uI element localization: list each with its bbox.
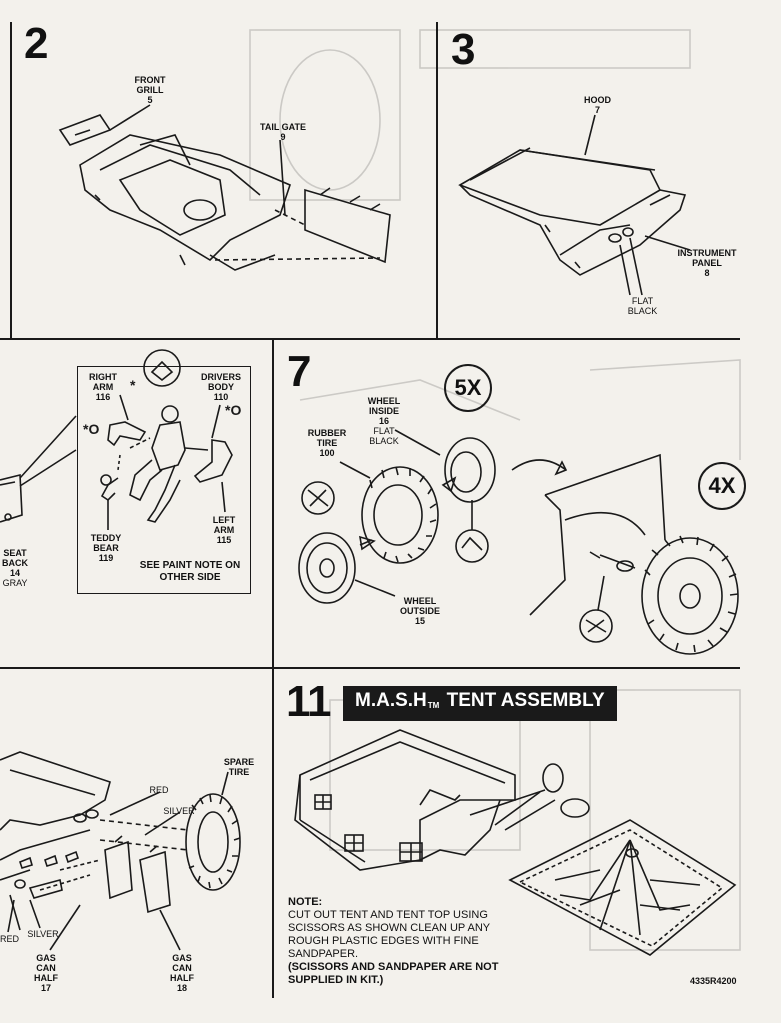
tent-note: NOTE: CUT OUT TENT AND TENT TOP USING SC… [288, 896, 513, 987]
driver-figure-box [77, 366, 251, 594]
seat-back-color: GRAY [2, 578, 28, 588]
hood-part: 7 [594, 105, 600, 115]
right-arm-part: 116 [95, 392, 111, 402]
instrument-panel-part: 8 [704, 268, 710, 278]
quantity-badge-5x: 5X [444, 364, 492, 412]
gas-can-18-name: GAS CAN HALF [170, 953, 194, 983]
wheel-outside-part: 15 [414, 616, 425, 626]
title-tm: TM [427, 701, 440, 710]
note-heading: NOTE: [288, 896, 323, 908]
label-instrument-panel: INSTRUMENT PANEL 8 [672, 248, 742, 278]
hood-name: HOOD [584, 95, 611, 105]
instrument-panel-name: INSTRUMENT PANEL [677, 248, 737, 268]
label-red-1: RED [149, 785, 169, 795]
label-tail-gate: TAIL GATE 9 [258, 122, 308, 142]
divider-vertical-center-top [436, 22, 438, 340]
label-wheel-inside: WHEEL INSIDE 16 FLAT BLACK [362, 396, 406, 446]
step-number-2: 2 [24, 19, 49, 68]
label-rubber-tire: RUBBER TIRE 100 [304, 428, 350, 458]
driver-illustration: * *O *O [0, 349, 241, 530]
gas-can-17-part: 17 [40, 983, 51, 993]
tail-gate-part: 9 [280, 132, 286, 142]
gas-can-18-part: 18 [176, 983, 187, 993]
jeep-chassis-illustration [58, 104, 391, 271]
label-front-grill: FRONT GRILL 5 [120, 75, 180, 105]
wheel-inside-part: 16 [378, 416, 389, 426]
asterisk-mark: * [130, 377, 136, 393]
teddy-bear-name: TEDDY BEAR [90, 533, 122, 553]
label-gas-can-18: GAS CAN HALF 18 [164, 953, 200, 993]
drivers-body-part: 110 [213, 392, 229, 402]
rubber-tire-part: 100 [319, 448, 335, 458]
gas-can-17-name: GAS CAN HALF [34, 953, 58, 983]
tail-gate-name: TAIL GATE [260, 122, 306, 132]
spare-tire-gas-can-illustration [0, 751, 241, 951]
wheel-inside-color: FLAT BLACK [369, 426, 399, 446]
hood-illustration [458, 114, 691, 296]
label-gas-can-17: GAS CAN HALF 17 [28, 953, 64, 993]
wheel-assembly-illustration [298, 429, 739, 655]
label-drivers-body: DRIVERS BODY 110 [195, 372, 247, 402]
front-grill-name: FRONT GRILL [134, 75, 166, 95]
asterisk-mark: *O [225, 402, 241, 418]
title-tent-assembly: TENT ASSEMBLY [441, 690, 605, 711]
step-number-7: 7 [287, 347, 312, 396]
document-code: 4335R4200 [690, 976, 737, 986]
seat-back-name: SEAT BACK [2, 548, 28, 568]
label-seat-back: SEAT BACK 14 GRAY [0, 548, 30, 588]
label-teddy-bear: TEDDY BEAR 119 [85, 533, 127, 563]
label-right-arm: RIGHT ARM 116 [82, 372, 124, 402]
label-silver-1: SILVER [163, 806, 195, 816]
divider-horizontal-1 [0, 338, 740, 340]
asterisk-mark: *O [83, 421, 99, 437]
wheel-outside-name: WHEEL OUTSIDE [399, 596, 440, 616]
divider-horizontal-2 [0, 667, 740, 669]
label-wheel-outside: WHEEL OUTSIDE 15 [394, 596, 446, 626]
step-number-3: 3 [451, 25, 476, 74]
rubber-tire-name: RUBBER TIRE [307, 428, 347, 448]
label-hood: HOOD 7 [575, 95, 620, 115]
label-spare-tire: SPARE TIRE [223, 757, 255, 777]
label-silver-2: SILVER [27, 929, 59, 939]
quantity-badge-4x: 4X [698, 462, 746, 510]
right-arm-name: RIGHT ARM [89, 372, 117, 392]
note-body: CUT OUT TENT AND TENT TOP USING SCISSORS… [288, 909, 490, 960]
title-mash: M.A.S.H [355, 690, 427, 711]
tent-cutting-illustration [294, 729, 737, 956]
divider-vertical-left-top [10, 22, 12, 340]
drivers-body-name: DRIVERS BODY [200, 372, 241, 392]
label-red-2: RED [0, 934, 20, 944]
label-flat-black-step3: FLAT BLACK [627, 296, 658, 316]
note-footer: (SCISSORS AND SANDPAPER ARE NOT SUPPLIED… [288, 961, 499, 986]
label-left-arm: LEFT ARM 115 [207, 515, 241, 545]
teddy-bear-part: 119 [98, 553, 114, 563]
front-grill-part: 5 [147, 95, 153, 105]
left-arm-name: LEFT ARM [212, 515, 236, 535]
tent-assembly-title-banner: M.A.S.HTM TENT ASSEMBLY [343, 686, 617, 721]
seat-back-part: 14 [9, 568, 20, 578]
step-number-11: 11 [286, 677, 332, 726]
left-arm-part: 115 [216, 535, 232, 545]
wheel-inside-name: WHEEL INSIDE [367, 396, 401, 416]
paint-note: SEE PAINT NOTE ON OTHER SIDE [139, 560, 241, 583]
